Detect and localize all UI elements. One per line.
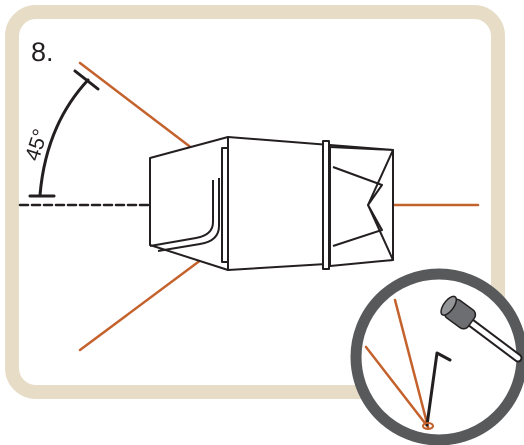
angle-indicator bbox=[18, 69, 150, 207]
tent-door-inner bbox=[157, 178, 220, 252]
guy-line-lower-left bbox=[78, 243, 223, 352]
angle-arc-top-cap bbox=[73, 69, 100, 91]
inset-guy-line-2 bbox=[364, 345, 430, 429]
rear-pole bbox=[322, 140, 330, 270]
tent-body bbox=[149, 136, 394, 271]
inset-guy-line-1 bbox=[393, 298, 430, 429]
inset-guy-lines bbox=[364, 298, 430, 429]
rear-face-line-top bbox=[367, 149, 394, 206]
stake-detail-inset bbox=[350, 268, 524, 445]
tent-vestibule bbox=[149, 136, 229, 271]
step-number: 8. bbox=[31, 37, 54, 67]
tent-door bbox=[149, 180, 214, 247]
tent-stake-icon bbox=[425, 351, 452, 427]
front-pole bbox=[221, 147, 229, 263]
rear-face-line-bottom bbox=[367, 204, 394, 261]
angle-arc bbox=[38, 78, 90, 197]
mallet-head-face bbox=[440, 295, 458, 316]
stake-ground-ring bbox=[422, 422, 434, 430]
mallet-handle-fill bbox=[467, 319, 521, 361]
tent-rear-face bbox=[329, 146, 394, 267]
mallet-icon bbox=[440, 295, 523, 363]
inset-circle bbox=[350, 268, 524, 445]
